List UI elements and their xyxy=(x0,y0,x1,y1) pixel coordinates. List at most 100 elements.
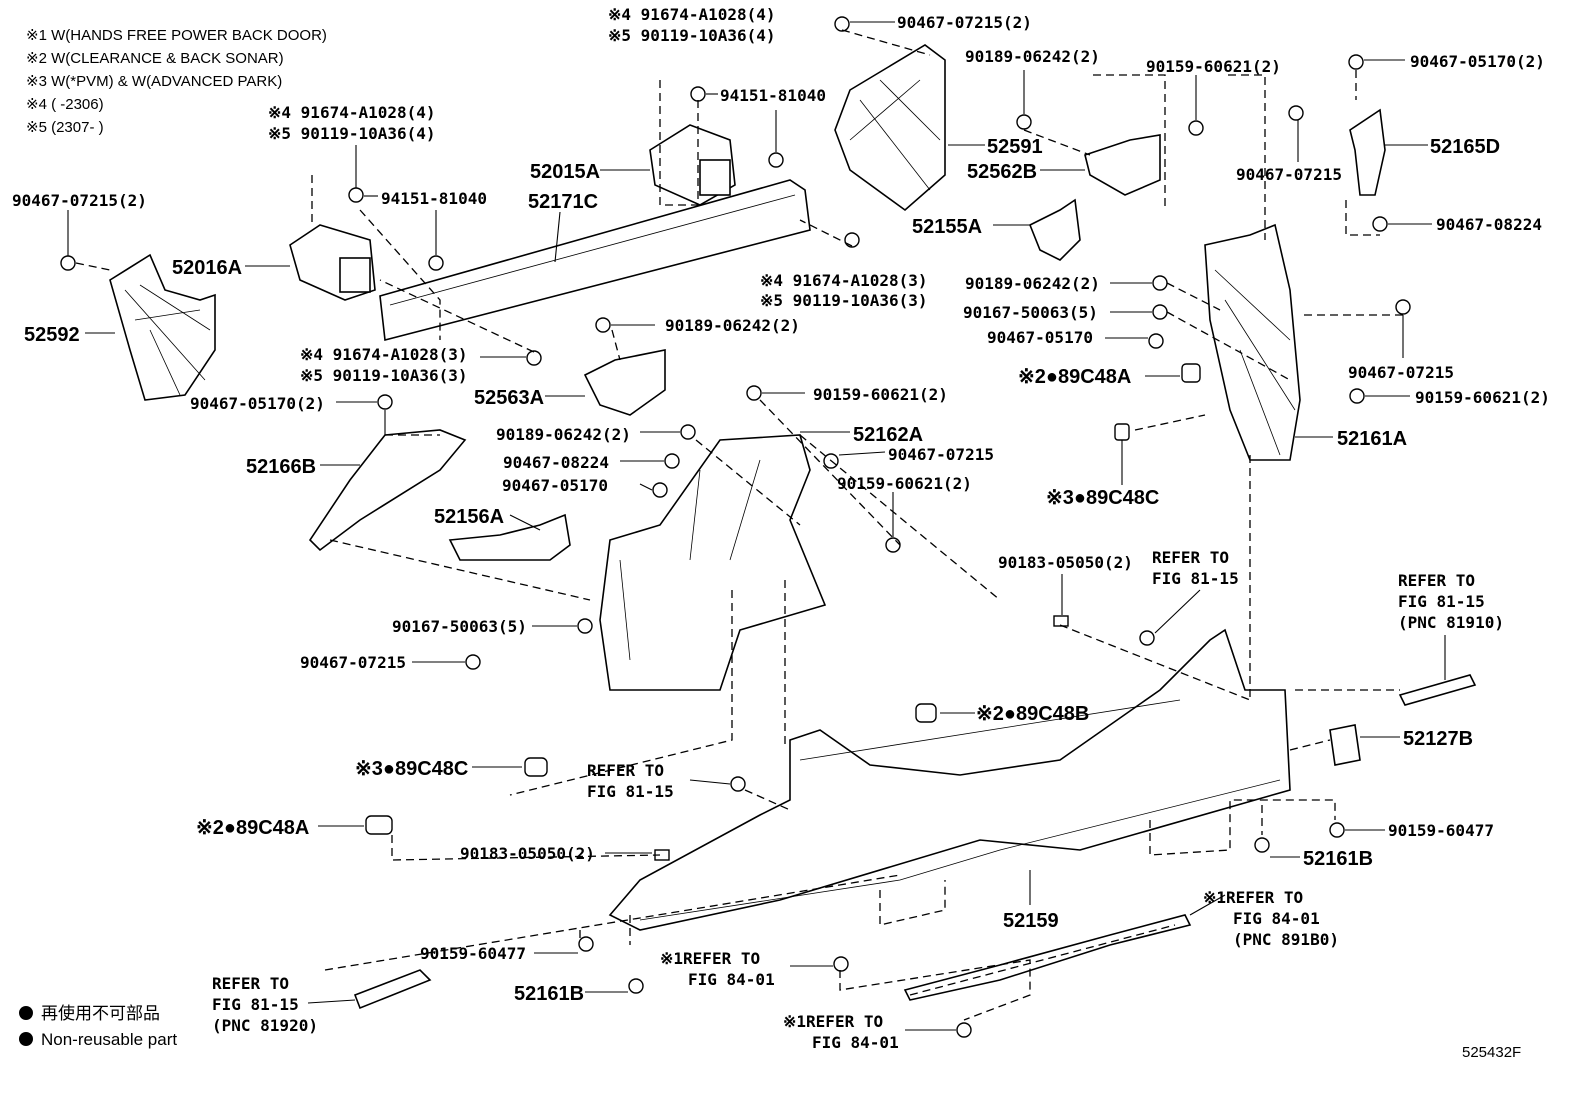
part-label: ※5 90119-10A36(4) xyxy=(268,124,436,143)
leader-line xyxy=(838,451,886,456)
part-52592 xyxy=(109,253,216,401)
part-52159-edge xyxy=(639,699,1281,921)
dashed-line xyxy=(324,874,901,971)
note-5: ※5 (2307- ) xyxy=(26,119,104,136)
part-label: 90467-05170 xyxy=(987,328,1093,347)
part-label: 90467-05170(2) xyxy=(190,394,325,413)
leader-line xyxy=(1189,894,1226,916)
part-label: ※4 91674-A1028(4) xyxy=(608,5,776,24)
part-label: 90467-07215 xyxy=(1348,363,1454,382)
part-label: 52016A xyxy=(172,257,242,279)
part-52159 xyxy=(608,628,1291,931)
part-label: ※1REFER TO xyxy=(783,1012,883,1031)
part-label: 52156A xyxy=(434,506,504,528)
part-label: 90189-06242(2) xyxy=(965,47,1100,66)
part-label: 90467-07215 xyxy=(300,653,406,672)
part-label: 90159-60621(2) xyxy=(1415,388,1550,407)
bolt-icon xyxy=(1372,216,1388,232)
part-label: 90159-60621(2) xyxy=(837,474,972,493)
part-52592-hatch xyxy=(124,284,211,396)
part-52562B xyxy=(1084,134,1161,196)
part-label: ※4 91674-A1028(4) xyxy=(268,103,436,122)
dashed-line xyxy=(611,329,901,546)
part-52155A xyxy=(1028,198,1081,261)
part-label: 90467-07215 xyxy=(1236,165,1342,184)
leader-line xyxy=(639,483,653,491)
figure-code: 525432F xyxy=(1462,1044,1521,1061)
part-label: 90159-60621(2) xyxy=(1146,57,1281,76)
bolt-icon xyxy=(1188,120,1204,136)
note-4: ※4 ( -2306) xyxy=(26,96,104,113)
part-label: 90467-07215(2) xyxy=(12,191,147,210)
bolt-icon xyxy=(664,453,680,469)
bolt-icon xyxy=(1139,630,1155,646)
parts-drawing xyxy=(109,44,1477,1010)
non-reusable-dot-icon xyxy=(19,1006,33,1020)
bolt-icon xyxy=(730,776,746,792)
dashed-line xyxy=(909,924,1176,996)
part-label: 52562B xyxy=(967,161,1037,183)
part-label: 90467-08224 xyxy=(503,453,609,472)
bolt-icon xyxy=(768,152,784,168)
part-52171C-edge xyxy=(389,194,796,306)
dashed-line xyxy=(329,434,591,601)
dashed-line xyxy=(1345,70,1380,236)
part-52156A xyxy=(448,513,571,561)
assembly-lines xyxy=(75,29,1403,1021)
dashed-line xyxy=(659,75,699,206)
part-label: FIG 81-15 xyxy=(1398,592,1485,611)
part-label: ※4 91674-A1028(3) xyxy=(760,271,928,290)
sensor-clip-icon xyxy=(1181,363,1201,383)
dashed-line xyxy=(1166,282,1403,381)
part-label: 90159-60621(2) xyxy=(813,385,948,404)
part-label: 52591 xyxy=(987,136,1043,158)
part-label: ※5 90119-10A36(4) xyxy=(608,26,776,45)
part-label: 52592 xyxy=(24,324,80,346)
part-label: REFER TO xyxy=(1398,571,1475,590)
bolt-icon xyxy=(526,350,542,366)
part-label: 52127B xyxy=(1403,728,1473,750)
part-label: 90467-07215(2) xyxy=(897,13,1032,32)
nut-icon xyxy=(1053,615,1069,627)
part-label: ※2●89C48A xyxy=(196,817,309,839)
fasteners xyxy=(60,16,1411,1038)
part-label: 90189-06242(2) xyxy=(965,274,1100,293)
part-label: ※4 91674-A1028(3) xyxy=(300,345,468,364)
part-reflector-right xyxy=(1398,674,1477,706)
sensor-clip-icon xyxy=(1114,423,1130,441)
dashed-line xyxy=(744,789,791,811)
part-label: 52161A xyxy=(1337,428,1407,450)
part-label: 52161B xyxy=(1303,848,1373,870)
bolt-icon xyxy=(680,424,696,440)
part-52162A xyxy=(599,434,827,691)
part-label: 90159-60477 xyxy=(420,944,526,963)
bolt-icon xyxy=(746,385,762,401)
leader-line xyxy=(689,779,731,785)
part-label: ※1REFER TO xyxy=(1203,888,1303,907)
bolt-icon xyxy=(428,255,444,271)
non-reusable-dot-icon xyxy=(19,1032,33,1046)
part-label: ※3●89C48C xyxy=(355,758,468,780)
dashed-line xyxy=(1023,129,1091,156)
part-label: (PNC 81910) xyxy=(1398,613,1504,632)
bolt-icon xyxy=(1349,388,1365,404)
leader-line xyxy=(509,514,541,531)
part-label: REFER TO xyxy=(587,761,664,780)
dashed-line xyxy=(879,805,1263,926)
bolt-icon xyxy=(1148,333,1164,349)
part-labels: ※4 91674-A1028(4) ※5 90119-10A36(4) 9046… xyxy=(12,5,1550,1052)
bolt-icon xyxy=(1348,54,1364,70)
part-52166B xyxy=(308,429,467,552)
part-label: (PNC 81920) xyxy=(212,1016,318,1035)
dashed-line xyxy=(1059,624,1251,701)
bolt-icon xyxy=(956,1022,972,1038)
part-label: 90467-07215 xyxy=(888,445,994,464)
part-52591-hatch xyxy=(849,79,941,191)
bolt-icon xyxy=(1152,304,1168,320)
dashed-line xyxy=(311,175,441,340)
dashed-line xyxy=(1134,414,1206,431)
part-label: ※2●89C48A xyxy=(1018,366,1131,388)
dashed-line xyxy=(75,262,111,271)
dashed-line xyxy=(1093,74,1166,210)
